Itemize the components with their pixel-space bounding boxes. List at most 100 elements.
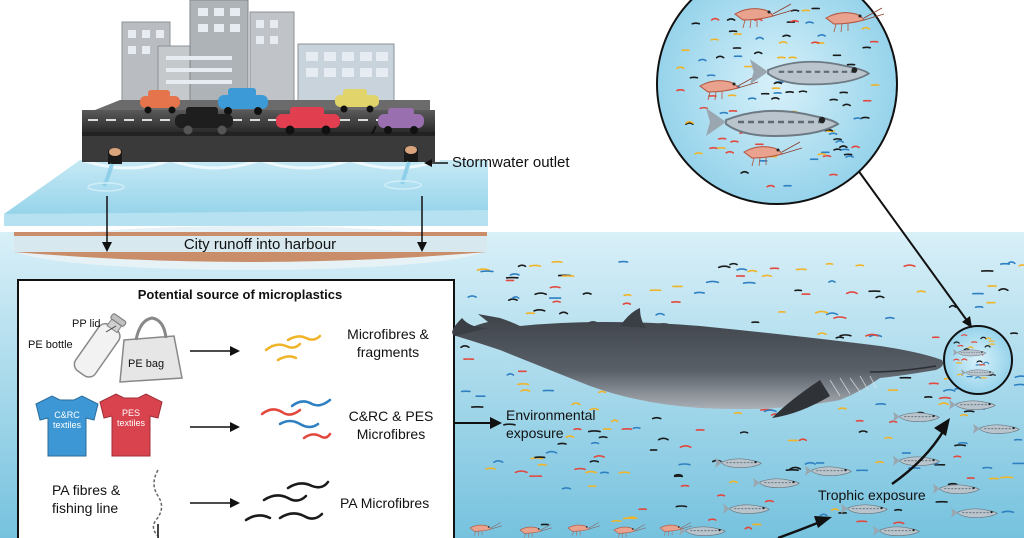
microfibre-fragment — [763, 409, 777, 413]
crc-textiles-label-2: textiles — [52, 420, 81, 430]
krill-icon — [519, 524, 552, 538]
harbour-water — [4, 160, 488, 224]
fish-icon — [973, 423, 1020, 434]
output-pa-microfibres: PA Microfibres — [340, 495, 430, 511]
microfibre-fragment — [814, 310, 829, 314]
microfibre-fragment — [699, 106, 709, 110]
fish-icon — [750, 59, 871, 86]
microfibre-fragment — [528, 264, 542, 267]
fish-icon — [805, 465, 852, 476]
fish-school — [469, 399, 1020, 538]
fish-icon — [706, 108, 840, 138]
microfibre-fragment — [798, 438, 808, 442]
fish-icon — [953, 349, 987, 357]
trophic-exposure-label: Trophic exposure — [818, 487, 926, 503]
microfibre-fragment — [1007, 261, 1016, 265]
microfibre-fragment — [953, 455, 962, 458]
microfibre-fragment — [557, 442, 567, 445]
microfibre-fragment — [676, 66, 685, 70]
microfibre-fragment — [875, 402, 887, 406]
microfibre-fragment — [520, 389, 531, 392]
microfibre-fragment — [773, 81, 783, 85]
microfibre-fragment — [747, 269, 758, 273]
fish-icon — [893, 411, 940, 422]
environmental-exposure-label-1: Environmental — [506, 407, 596, 423]
microfibre-fragment — [989, 374, 996, 376]
fish-icon — [841, 503, 888, 514]
microfibre-fragment — [953, 341, 960, 344]
fish-icon — [723, 503, 770, 514]
microfibre-fragment — [534, 292, 548, 296]
pes-textiles-label-1: PES — [121, 408, 140, 418]
microfibre-fragment — [611, 519, 622, 523]
pa-fibres-label-1: PA fibres & — [52, 482, 121, 498]
microfibre-fragment — [589, 407, 600, 411]
fish-icon — [715, 457, 762, 468]
microfibre-fragment — [719, 111, 729, 115]
microfibre-fragment — [517, 383, 530, 386]
microfibre-fragment — [833, 148, 842, 151]
microfibre-fragment — [545, 450, 558, 454]
microfibre-fragment — [804, 461, 817, 465]
microfibre-fragment — [766, 184, 775, 188]
microfibre-fragment — [840, 148, 850, 151]
microfibre-fragment — [593, 454, 606, 458]
microfibre-fragment — [778, 41, 788, 44]
microfibre-fragment — [533, 309, 546, 312]
microfibre-fragment — [509, 273, 520, 276]
microfibre-fragment — [771, 97, 780, 100]
sources-panel-title: Potential source of microplastics — [137, 287, 343, 302]
microfibre-fragment — [894, 508, 903, 512]
krill-icon — [469, 522, 502, 536]
zoom-connector — [854, 165, 969, 323]
fishing-hook-icon — [152, 469, 163, 538]
microfibre-fragment — [717, 265, 731, 269]
microfibre-fragment — [715, 55, 725, 59]
microfibre-fragment — [587, 430, 601, 433]
microfibre-fragment — [974, 305, 984, 309]
microfibre-fragment — [747, 97, 757, 100]
microfibre-fragment — [485, 467, 496, 470]
microfibre-fragment — [961, 358, 968, 361]
zoom-circle-small — [943, 325, 1013, 395]
trophic-arrow-top — [891, 429, 946, 486]
microfibre-fragment — [1001, 510, 1015, 514]
microfibre-fragment — [726, 18, 736, 21]
microfibre-fragment — [819, 513, 828, 517]
microfibre-fragment — [982, 466, 993, 469]
microfibre-fragment — [851, 145, 860, 149]
microfibre-fragment — [842, 103, 851, 107]
microfibre-fragment — [493, 460, 504, 464]
microfibre-fragment — [739, 431, 749, 434]
microfibre-fragment — [980, 336, 987, 340]
crc-textiles-label-1: C&RC — [54, 410, 80, 420]
krill-icon — [734, 3, 794, 29]
microfibre-fragment — [558, 311, 569, 315]
microfibre-fragment — [1014, 375, 1024, 379]
environmental-exposure-label-2: exposure — [506, 425, 564, 441]
microfibre-fragment — [1018, 264, 1024, 267]
microfibre-fragment — [685, 122, 694, 125]
stormwater-outlet-label: Stormwater outlet — [452, 154, 570, 171]
microfibre-fragment — [782, 34, 791, 38]
microfibre-fragment — [698, 58, 707, 62]
microfibre-fragment — [710, 38, 719, 41]
zoom-circle-small-content — [953, 334, 996, 379]
microfibre-fragment — [753, 51, 763, 55]
microfibre-fragment — [963, 348, 970, 351]
microfibre-fragment — [733, 411, 743, 415]
microfibre-fragment — [948, 304, 957, 308]
microfibre-fragment — [717, 494, 726, 497]
microfibre-fragment — [959, 413, 969, 417]
microfibre-fragment — [599, 471, 610, 474]
microfibre-fragment — [517, 264, 527, 268]
microfibre-fragment — [655, 312, 665, 316]
microfibre-fragment — [875, 295, 885, 299]
whale-icon — [452, 308, 944, 418]
microfibre-fragment — [831, 508, 840, 511]
microfibre-fragment — [947, 482, 958, 486]
fish-icon — [933, 483, 980, 494]
krill-icon — [743, 141, 803, 167]
microfibre-fragment — [967, 346, 974, 349]
